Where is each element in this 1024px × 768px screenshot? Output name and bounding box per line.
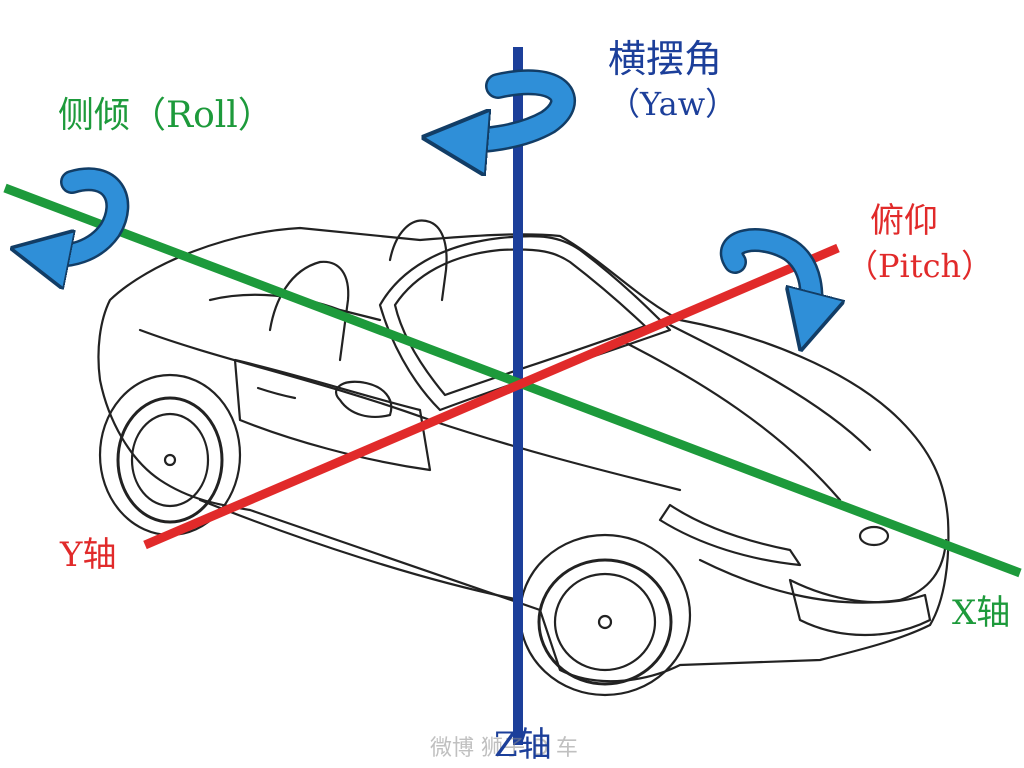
yaw-title-label: 横摆角 — [608, 37, 723, 81]
car-front-rim — [553, 572, 657, 672]
x-axis-line — [3, 183, 1022, 578]
pitch-sub-label: （Pitch） — [846, 247, 994, 285]
z-axis-label: Z轴 — [494, 725, 552, 765]
car-rear-rim — [130, 412, 210, 508]
car-seat-right — [388, 219, 448, 302]
car-windshield-inner — [393, 248, 647, 397]
car-door-handle — [256, 386, 297, 400]
car-door — [233, 358, 432, 472]
car-headlight — [658, 503, 802, 567]
car-grille — [788, 578, 932, 637]
car-front-tire — [537, 558, 673, 686]
y-axis-line — [143, 243, 840, 550]
car-hood-crease — [618, 338, 842, 502]
roll-rotation-arrow-icon — [40, 167, 130, 255]
watermark: 微博 狮子 D 车 — [430, 736, 578, 761]
pitch-rotation-arrow-icon — [719, 228, 812, 322]
car-sill-line — [198, 498, 522, 602]
car-rear-hub — [163, 453, 177, 467]
roll-label: 侧倾（Roll） — [58, 95, 274, 136]
car-rear-tire — [116, 396, 224, 524]
yaw-sub-label: （Yaw） — [608, 85, 738, 123]
car-side-mirror — [335, 380, 393, 418]
car-windshield — [378, 235, 672, 412]
x-axis-label: X轴 — [952, 593, 1011, 633]
car-seat-left — [268, 260, 350, 362]
car-emblem — [858, 525, 890, 547]
y-axis-label: Y轴 — [60, 535, 117, 575]
yaw-rotation-arrow-icon — [455, 69, 576, 140]
car-body-outline — [97, 226, 950, 683]
pitch-title-label: 俯仰 — [870, 201, 938, 241]
car-front-hub — [597, 614, 613, 630]
car-hood-line — [658, 318, 872, 452]
